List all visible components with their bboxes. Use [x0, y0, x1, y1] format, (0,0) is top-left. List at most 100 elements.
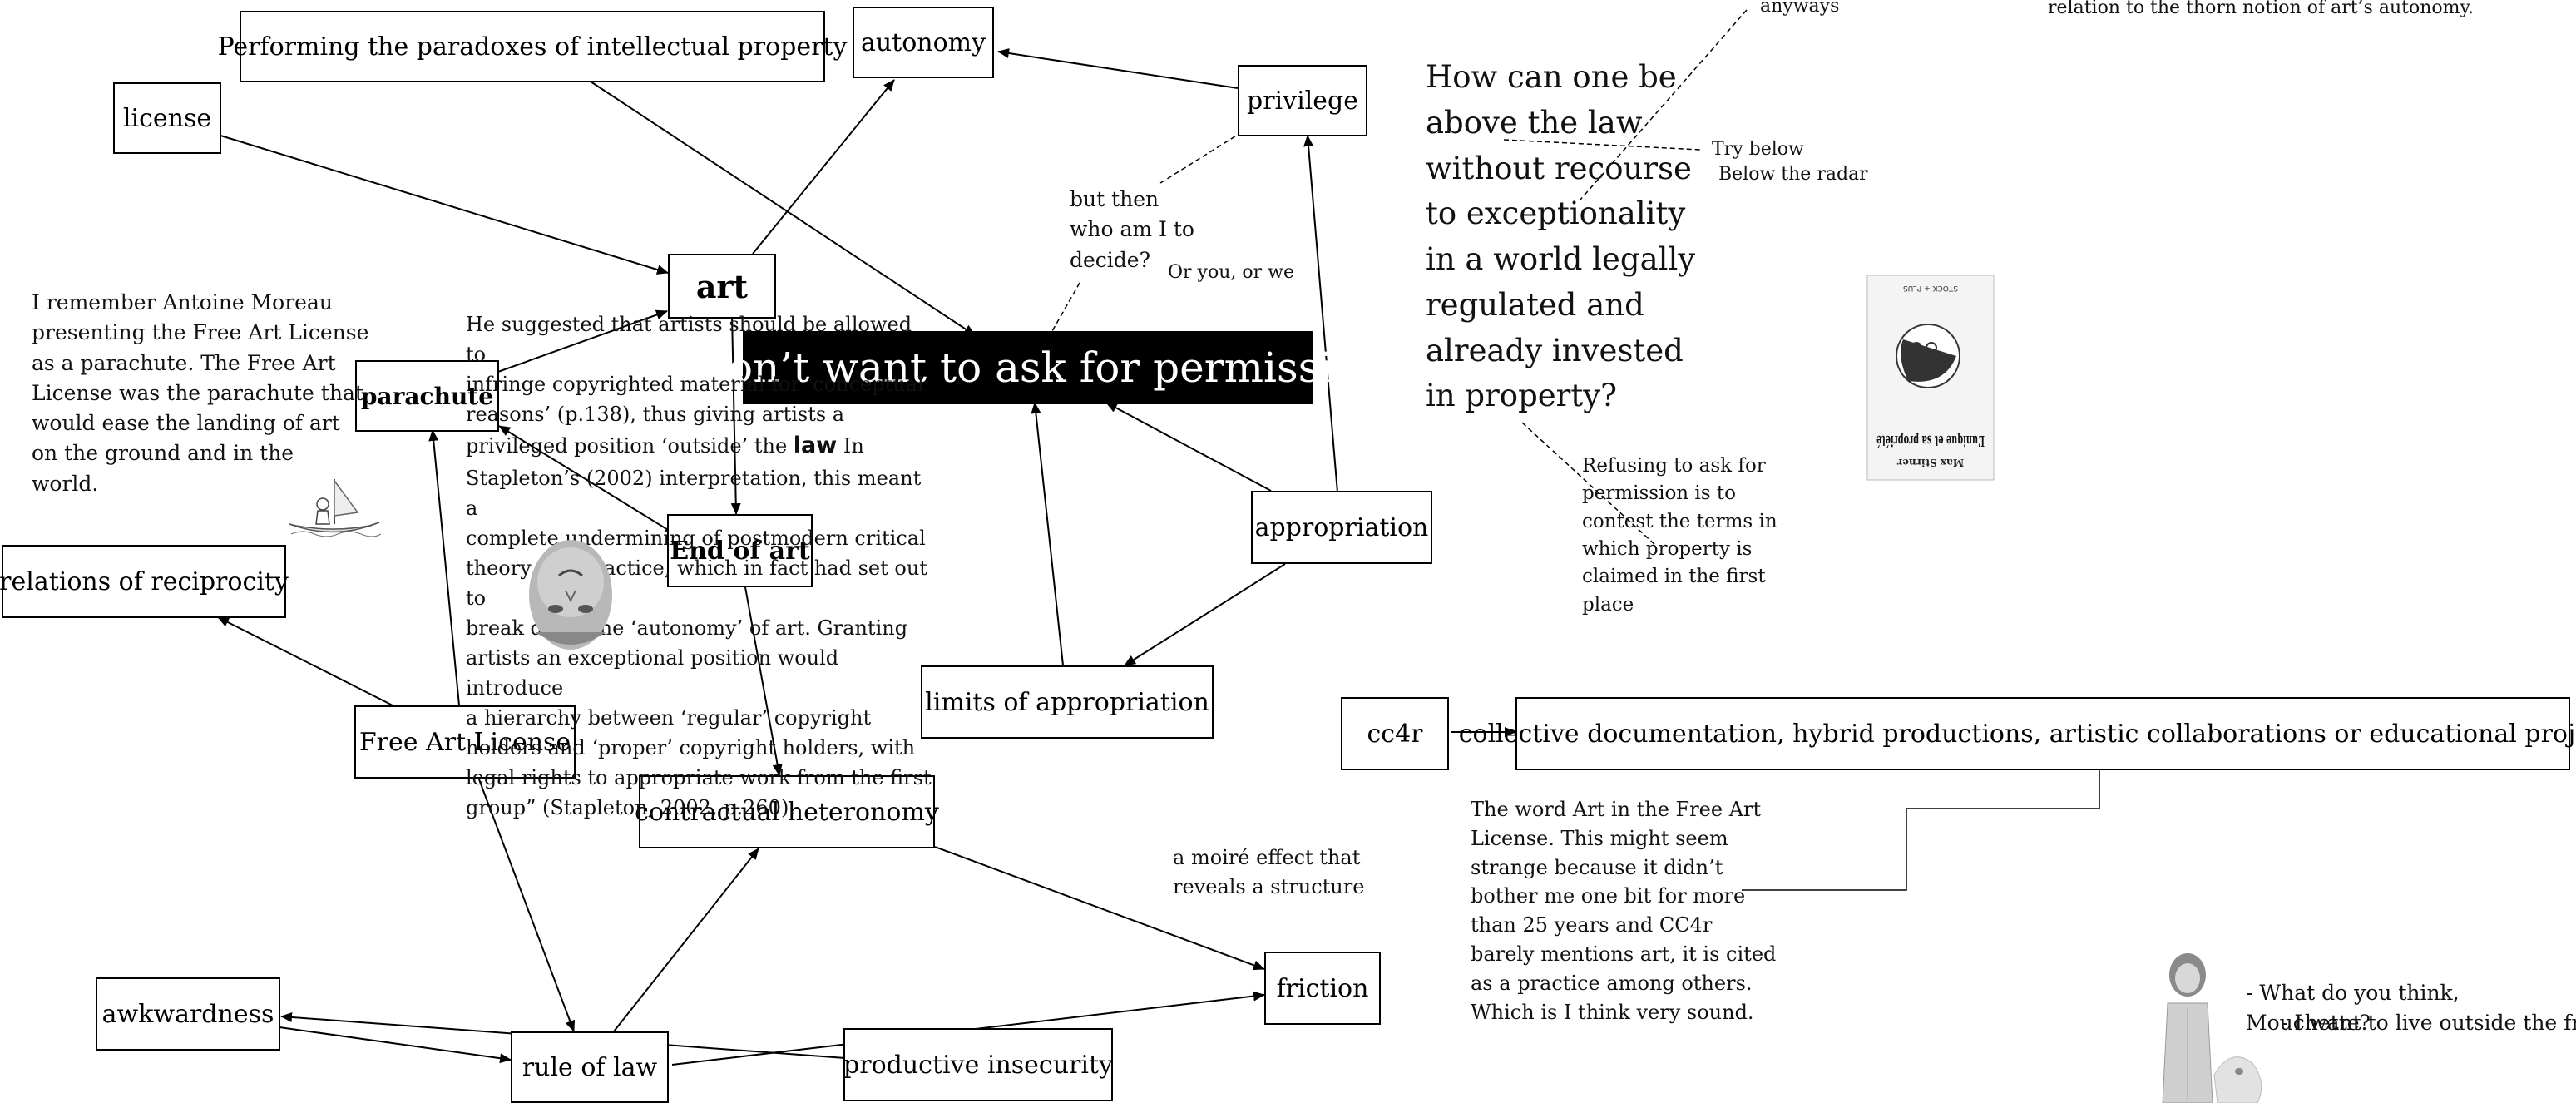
note-line: contest the terms in [1582, 510, 1777, 532]
edge-privilege-autonomy [997, 48, 1239, 89]
note-line: as a practice among others. [1471, 971, 1753, 995]
dashed-anyways-question [1580, 9, 1748, 200]
note-line: License. This might seem [1471, 826, 1728, 850]
note-line: as a parachute. The Free Art [32, 350, 336, 375]
edge-wordart-collective [1742, 758, 2104, 891]
note-line: a moiré effect that [1173, 846, 1361, 869]
book-publisher-text: STOCK + PLUS [1903, 284, 1958, 292]
note-line: on the ground and in the [32, 441, 294, 466]
node-contractual-heteronomy[interactable]: contractual heteronomy [635, 775, 939, 848]
node-relations-of-reciprocity[interactable]: relations of reciprocity [0, 545, 289, 618]
note-below-radar: Below the radar [1718, 164, 1868, 185]
note-anyways: anyways [1760, 0, 1840, 17]
node-collective-documentation[interactable]: collective documentation, hybrid product… [1459, 697, 2576, 770]
note-line: bother me one bit for more [1471, 884, 1746, 908]
node-end-of-art[interactable]: End of art [667, 514, 813, 587]
quote-line: group” (Stapleton, 2002, p.260). [466, 795, 795, 819]
dashed-property-refusing [1521, 422, 1656, 546]
edge-appropriation-permission [1105, 402, 1272, 492]
note-remember-antoine: I remember Antoine Moreau presenting the… [32, 288, 368, 499]
note-line: presenting the Free Art License [32, 320, 369, 345]
edge-parachute-art [495, 309, 668, 373]
note-moire: a moiré effect that reveals a structure [1173, 843, 1364, 902]
note-line: reveals a structure [1173, 874, 1365, 898]
edge-license-art [217, 134, 669, 275]
note-refusing: Refusing to ask for permission is to con… [1582, 453, 1777, 619]
note-thorn-autonomy: relation to the thorn notion of art’s au… [2048, 0, 2474, 18]
note-line: but then [1070, 187, 1159, 211]
note-line: barely mentions art, it is cited [1471, 942, 1777, 966]
node-performing-paradoxes[interactable]: Performing the paradoxes of intellectual… [218, 11, 847, 82]
edge-fal-relations [217, 616, 397, 708]
node-art[interactable]: art [668, 254, 776, 319]
note-line: would ease the landing of art [32, 411, 340, 435]
note-line: permission is to [1582, 482, 1736, 505]
edge-appropriation-limits [1124, 563, 1286, 666]
quote-line: complete undermining of postmodern criti… [466, 526, 926, 550]
edge-art-endofart [730, 314, 741, 515]
node-appropriation[interactable]: appropriation [1251, 491, 1432, 564]
note-line: decide? [1070, 247, 1150, 272]
parachute-boat-illustration [289, 478, 382, 537]
edge-ruleoflaw-contractual [613, 848, 759, 1032]
note-line: place [1582, 593, 1634, 616]
edge-awkwardness-ruleoflaw [279, 1026, 512, 1064]
note-line: in a world legally [1426, 241, 1696, 277]
note-line: Which is I think very sound. [1471, 1000, 1754, 1024]
node-permission[interactable]: I don’t want to ask for permission [671, 331, 1385, 404]
edge-art-autonomy [752, 79, 895, 255]
edge-endofart-parachute [498, 425, 673, 533]
note-line: world. [32, 471, 99, 496]
quote-line: holders and ‘proper’ copyright holders, … [466, 735, 916, 759]
note-line: How can one be [1426, 59, 1677, 95]
quote-line: artists an exceptional position would in… [466, 645, 839, 700]
dashed-decide-permission [1051, 282, 1080, 332]
upside-down-face-photo [529, 540, 612, 650]
note-line: who am I to [1070, 217, 1194, 242]
quote-fragment: In [837, 434, 864, 458]
mouchette-girl-photo [2162, 953, 2262, 1103]
note-line: in property? [1426, 378, 1617, 414]
note-line: which property is [1582, 538, 1753, 561]
note-line: I remember Antoine Moreau [32, 290, 333, 314]
node-productive-insecurity[interactable]: productive insecurity [843, 1028, 1113, 1101]
quote-line: a hierarchy between ‘regular’ copyright [466, 705, 872, 730]
node-awkwardness[interactable]: awkwardness [96, 977, 280, 1051]
node-rule-of-law[interactable]: rule of law [511, 1031, 669, 1103]
note-line: claimed in the first [1582, 566, 1766, 588]
edge-appropriation-privilege [1303, 135, 1338, 493]
note-line: above the law [1426, 104, 1643, 141]
quote-fragment: privileged position ‘outside’ the [466, 434, 794, 458]
note-line: Refusing to ask for [1582, 455, 1766, 477]
node-free-art-license[interactable]: Free Art License [354, 705, 576, 779]
note-try-below: Try below [1712, 139, 1804, 160]
node-parachute[interactable]: parachute [355, 360, 499, 432]
node-limits-of-appropriation[interactable]: limits of appropriation [921, 665, 1214, 739]
note-or-you: Or you, or we [1168, 262, 1294, 283]
note-question: How can one be above the law without rec… [1426, 55, 1695, 419]
quote-line: legal rights to appropriate work from th… [466, 765, 932, 789]
note-line: License was the parachute that [32, 380, 363, 405]
note-line: regulated and [1426, 286, 1644, 323]
edge-performing-permission [590, 81, 976, 336]
edge-endofart-contractual [744, 586, 783, 776]
note-mouchette-answer: - I want to live outside the fram [2281, 1011, 2576, 1035]
edge-contractual-friction [934, 846, 1265, 971]
book-title-text: L’unique et sa propriété [1876, 432, 1985, 449]
node-privilege[interactable]: privilege [1238, 65, 1367, 136]
quote-line: reasons’ (p.138), thus giving artists a [466, 403, 845, 426]
quote-line: Stapleton’s (2002) interpretation, this … [466, 466, 922, 520]
law-word: law [793, 433, 838, 458]
quote-line-law: privileged position ‘outside’ the law In [466, 429, 932, 463]
node-friction[interactable]: friction [1264, 952, 1381, 1025]
node-cc4r[interactable]: cc4r [1341, 697, 1449, 770]
node-autonomy[interactable]: autonomy [853, 7, 994, 78]
note-line: strange because it didn’t [1471, 855, 1723, 879]
edge-fal-ruleoflaw [478, 779, 576, 1032]
note-mouchette-question: - What do you think, Mouchette? [2246, 981, 2460, 1036]
note-line: without recourse [1426, 150, 1692, 186]
edge-limits-permission [1031, 402, 1064, 666]
node-license[interactable]: license [113, 82, 221, 154]
dashed-butthen-privilege [1159, 134, 1239, 184]
note-but-then: but then who am I to decide? [1070, 185, 1194, 275]
